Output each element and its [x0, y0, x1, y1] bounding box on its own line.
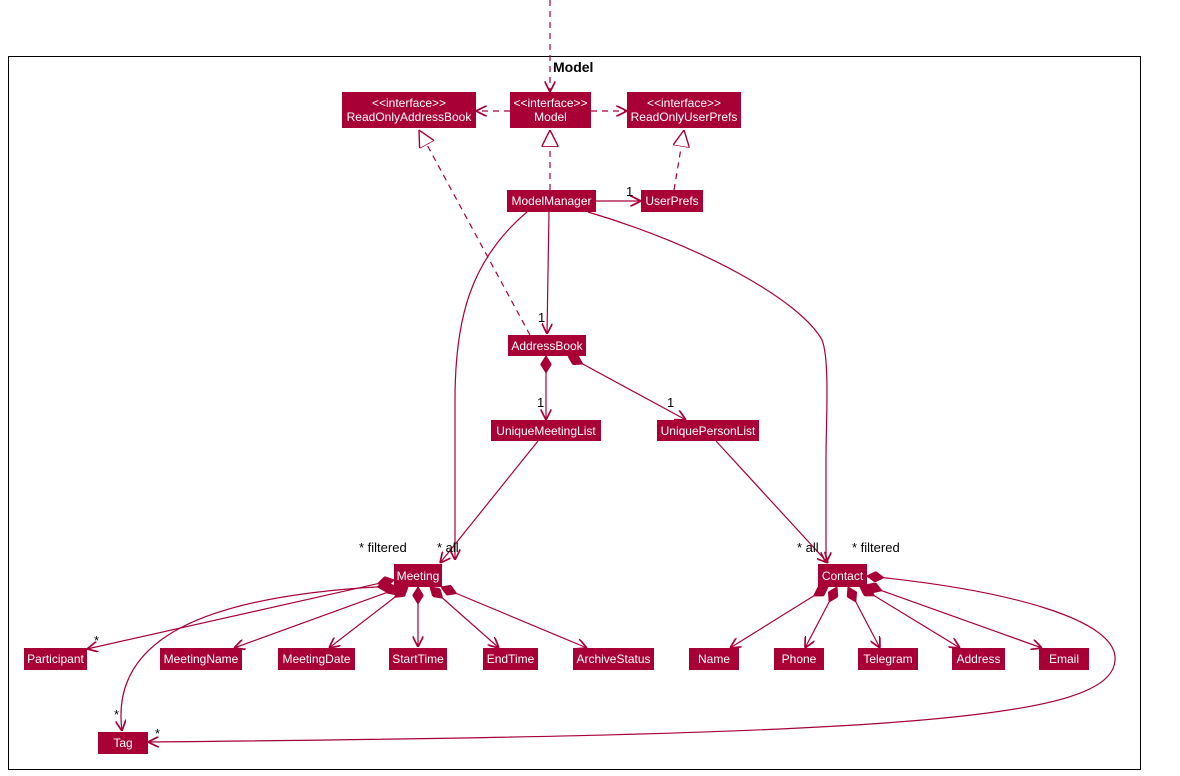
node-email: Email: [1039, 648, 1089, 670]
mult-addressbook-one: 1: [538, 310, 546, 325]
mult-meeting-all: * all: [437, 540, 459, 555]
node-label: Phone: [781, 652, 817, 666]
node-label: MeetingDate: [282, 652, 351, 666]
edge-meeting-meetingname: [234, 587, 402, 648]
node-label: Model: [534, 110, 567, 124]
node-telegram: Telegram: [858, 648, 918, 670]
node-label: UniqueMeetingList: [496, 423, 596, 438]
node-label: EndTime: [486, 652, 535, 666]
edge-userprefs-readonlyuserprefs: [674, 130, 684, 191]
node-model-manager: ModelManager: [507, 190, 596, 212]
node-label: AddressBook: [511, 338, 583, 353]
node-label: ArchiveStatus: [576, 652, 651, 666]
edge-meeting-participant: [87, 580, 394, 649]
node-label: Telegram: [863, 652, 913, 666]
node-start-time: StartTime: [389, 648, 447, 670]
node-user-prefs: UserPrefs: [641, 190, 703, 212]
edge-modelmanager-contact: [587, 211, 827, 563]
node-label: StartTime: [392, 652, 444, 666]
model-package-frame: [8, 56, 1141, 770]
node-address: Address: [952, 648, 1005, 670]
mult-meetinglist-one: 1: [537, 395, 545, 410]
node-meeting: Meeting: [394, 564, 442, 587]
node-label: UserPrefs: [645, 194, 699, 208]
edge-meeting-archivestatus: [441, 587, 587, 648]
node-stereotype: <<interface>>: [646, 96, 722, 110]
edge-contact-phone: [805, 587, 837, 648]
mult-tag-many-right: *: [155, 726, 161, 741]
node-contact: Contact: [818, 564, 867, 587]
package-title: Model: [553, 59, 594, 75]
node-participant: Participant: [24, 648, 87, 670]
node-end-time: EndTime: [483, 648, 538, 670]
node-unique-person-list: UniquePersonList: [657, 420, 759, 441]
mult-tag-many-left: *: [114, 707, 120, 722]
mult-contact-filtered: * filtered: [852, 540, 900, 555]
edge-uniquepersonlist-contact: [715, 440, 828, 563]
node-label: Tag: [113, 736, 133, 750]
edge-meeting-meetingdate: [329, 587, 408, 648]
edge-addressbook-readonlyaddressbook: [419, 130, 531, 336]
mult-contact-all: * all: [797, 540, 819, 555]
edge-uniquemeetinglist-meeting: [440, 440, 539, 563]
mult-participant-many: *: [94, 633, 100, 648]
edge-modelmanager-addressbook: [547, 211, 549, 334]
node-address-book: AddressBook: [508, 335, 586, 356]
node-read-only-user-prefs: <<interface>> ReadOnlyUserPrefs: [627, 92, 741, 128]
node-label: UniquePersonList: [660, 423, 756, 438]
node-label: Contact: [821, 568, 864, 583]
node-archive-status: ArchiveStatus: [573, 648, 654, 670]
mult-userprefs-one: 1: [626, 184, 634, 199]
mult-personlist-one: 1: [667, 395, 675, 410]
node-label: Participant: [27, 652, 84, 666]
edge-addressbook-uniquepersonlist: [568, 356, 686, 420]
node-meeting-date: MeetingDate: [278, 648, 355, 670]
node-label: Address: [956, 652, 1001, 666]
node-label: Email: [1048, 652, 1079, 666]
node-label: ModelManager: [511, 194, 592, 208]
node-stereotype: <<interface>>: [513, 96, 588, 110]
node-model: <<interface>> Model: [510, 92, 591, 128]
node-stereotype: <<interface>>: [371, 96, 447, 110]
node-label: MeetingName: [163, 652, 239, 666]
node-label: ReadOnlyUserPrefs: [630, 110, 738, 124]
mult-meeting-filtered: * filtered: [359, 540, 407, 555]
edge-meeting-endtime: [430, 587, 499, 648]
node-phone: Phone: [774, 648, 824, 670]
node-label: Name: [697, 652, 730, 666]
edge-contact-email: [866, 585, 1042, 648]
node-name: Name: [689, 648, 739, 670]
node-tag: Tag: [98, 732, 148, 754]
edge-contact-name: [730, 587, 828, 648]
node-read-only-address-book: <<interface>> ReadOnlyAddressBook: [342, 92, 476, 128]
edge-modelmanager-meeting: [455, 211, 528, 560]
edge-contact-tag: [148, 576, 1116, 742]
node-unique-meeting-list: UniqueMeetingList: [491, 420, 601, 441]
node-label: ReadOnlyAddressBook: [346, 110, 472, 124]
node-meeting-name: MeetingName: [160, 648, 242, 670]
node-label: Meeting: [396, 568, 440, 583]
